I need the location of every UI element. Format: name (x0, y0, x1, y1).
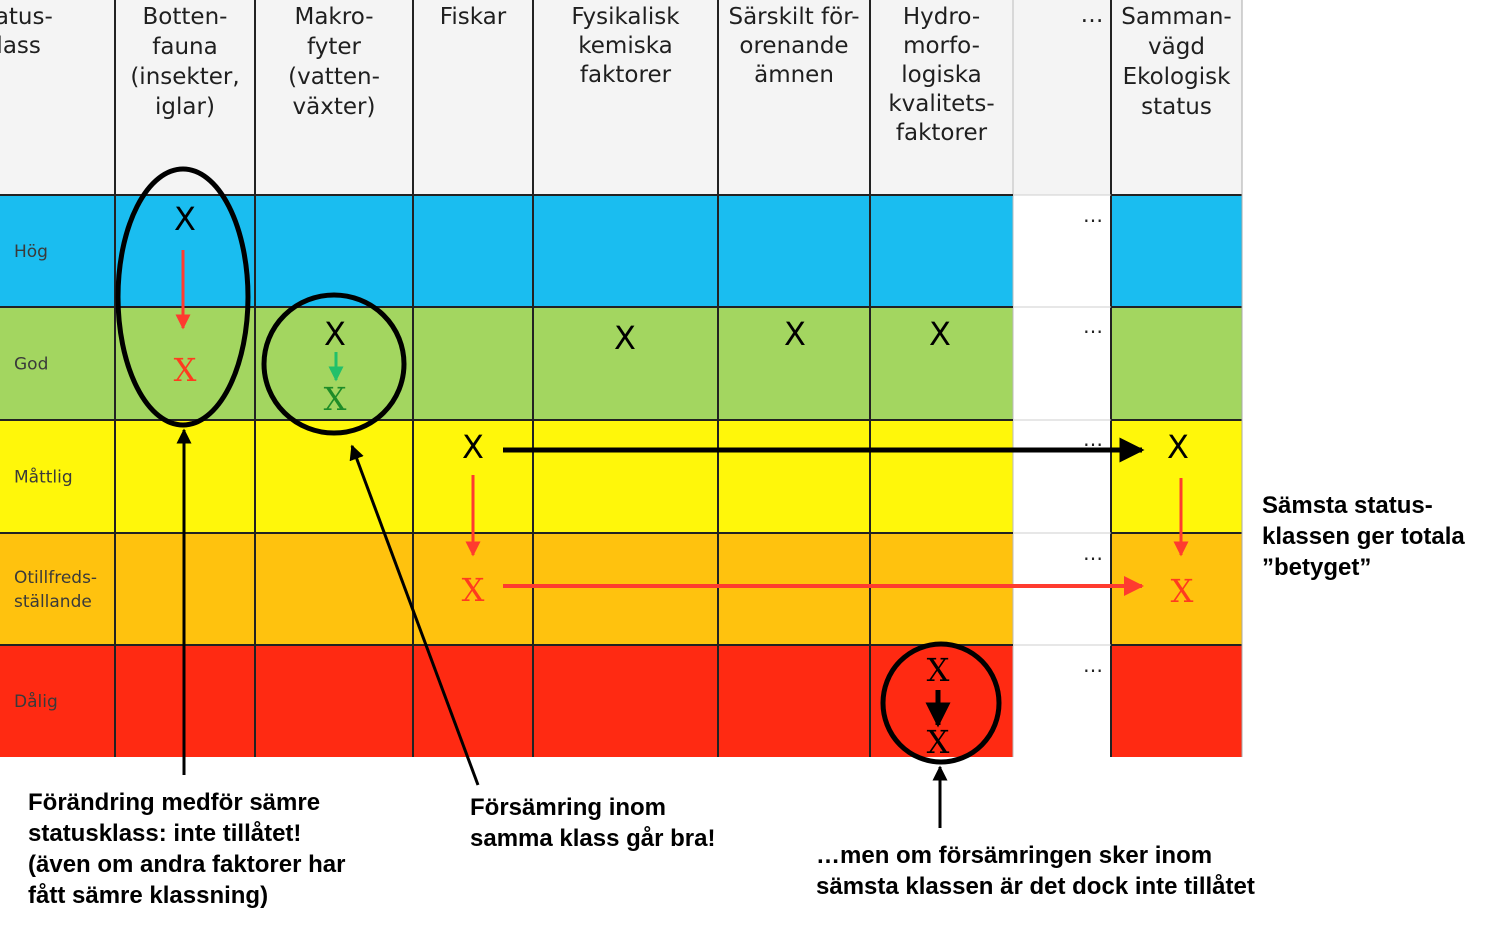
status-class-label: Dålig (14, 691, 58, 712)
x-mark: X (324, 380, 347, 418)
column-header-line: Fiskar (440, 4, 507, 30)
x-mark: X (1167, 428, 1189, 466)
x-mark: X (614, 319, 636, 357)
status-row-band (0, 420, 1013, 533)
column-header-line: växter) (293, 94, 376, 120)
x-mark: X (929, 315, 951, 353)
x-mark: X (927, 651, 950, 689)
column-header-line: status (1141, 94, 1212, 120)
column-header-line: Särskilt för- (728, 4, 859, 30)
column-header-line: morfo- (903, 33, 980, 59)
column-header-line: vägd (1148, 34, 1205, 60)
header-background (0, 0, 1242, 195)
note-right-line: klassen ger totala (1262, 523, 1465, 550)
column-header-line: … (1081, 2, 1104, 28)
column-header-line: fyter (307, 34, 361, 60)
column-header-line: Botten- (143, 4, 228, 30)
ellipsis-mark: … (1083, 653, 1103, 677)
x-mark: X (1171, 572, 1194, 610)
note-left-line: Förändring medför sämre (28, 789, 320, 816)
column-header-line: kvalitets- (888, 91, 994, 117)
x-mark: X (462, 571, 485, 609)
column-header-line: Samman- (1121, 4, 1231, 30)
note-bottom-line: sämsta klassen är det dock inte tillåtet (816, 873, 1255, 900)
arrows (175, 250, 1189, 828)
table-header: Status-klass Botten-fauna (insekter, iglar)… (0, 0, 1242, 195)
x-mark: X (174, 351, 197, 389)
status-row-band (0, 533, 1013, 645)
column-header-line: Makro- (294, 4, 373, 30)
summary-row-band (1111, 195, 1242, 307)
note-middle-line: Försämring inom (470, 794, 666, 821)
note-left-line: statusklass: inte tillåtet! (28, 820, 301, 847)
ellipsis-mark: … (1083, 314, 1103, 338)
highlight-ellipse (261, 292, 407, 436)
ellipsis-mark: … (1083, 203, 1103, 227)
note-right-line: Sämsta status- (1262, 492, 1433, 519)
column-header-line: kemiska (578, 33, 672, 59)
column-header-line: faktorer (580, 62, 672, 88)
column-header-line: logiska (901, 62, 981, 88)
note-left-line: fått sämre klassning) (28, 882, 268, 909)
highlight-ellipse (115, 166, 251, 428)
column-header-line: Ekologisk (1123, 64, 1232, 90)
note-left-line: (även om andra faktorer har (28, 851, 345, 878)
note-middle-line: samma klass går bra! (470, 825, 715, 852)
column-header-line: iglar) (155, 94, 215, 120)
status-row-band (0, 195, 1013, 307)
column-header-line: (insekter, (130, 64, 239, 90)
highlight-ellipses (115, 166, 1002, 765)
ellipsis-mark: … (1083, 427, 1103, 451)
status-row-band (0, 307, 1013, 420)
x-mark: X (462, 428, 484, 466)
status-class-label: Måttlig (14, 467, 73, 488)
x-mark: X (784, 315, 806, 353)
x-mark: X (174, 200, 196, 238)
arrow (349, 444, 480, 786)
note-bottom-line: …men om försämringen sker inom (816, 842, 1212, 869)
status-class-label: Hög (14, 242, 48, 262)
column-header-line: ämnen (754, 62, 834, 88)
status-class-label: Otillfreds- (14, 568, 97, 588)
column-header-line: fauna (152, 34, 217, 60)
column-header-line: faktorer (896, 120, 988, 146)
note-right-line: ”betyget” (1262, 554, 1371, 581)
annotations: Förändring medför sämre statusklass: inte… (28, 492, 1465, 909)
status-class-label: ställande (14, 592, 92, 612)
summary-row-band (1111, 307, 1242, 420)
status-class-label: God (14, 355, 48, 375)
x-mark: X (927, 723, 950, 761)
column-header-line: klass (0, 33, 41, 59)
highlight-ellipse (880, 641, 1002, 765)
x-mark: X (324, 315, 346, 353)
column-header-line: Status- (0, 4, 53, 30)
column-header-line: orenande (739, 33, 848, 59)
column-header-line: (vatten- (288, 64, 380, 90)
column-header-line: Fysikalisk (571, 4, 680, 30)
ellipsis-mark: … (1083, 541, 1103, 565)
ellipsis-column (1013, 195, 1111, 757)
column-header-line: Hydro- (903, 4, 980, 30)
summary-row-band (1111, 645, 1242, 757)
status-row-band (0, 645, 1013, 757)
